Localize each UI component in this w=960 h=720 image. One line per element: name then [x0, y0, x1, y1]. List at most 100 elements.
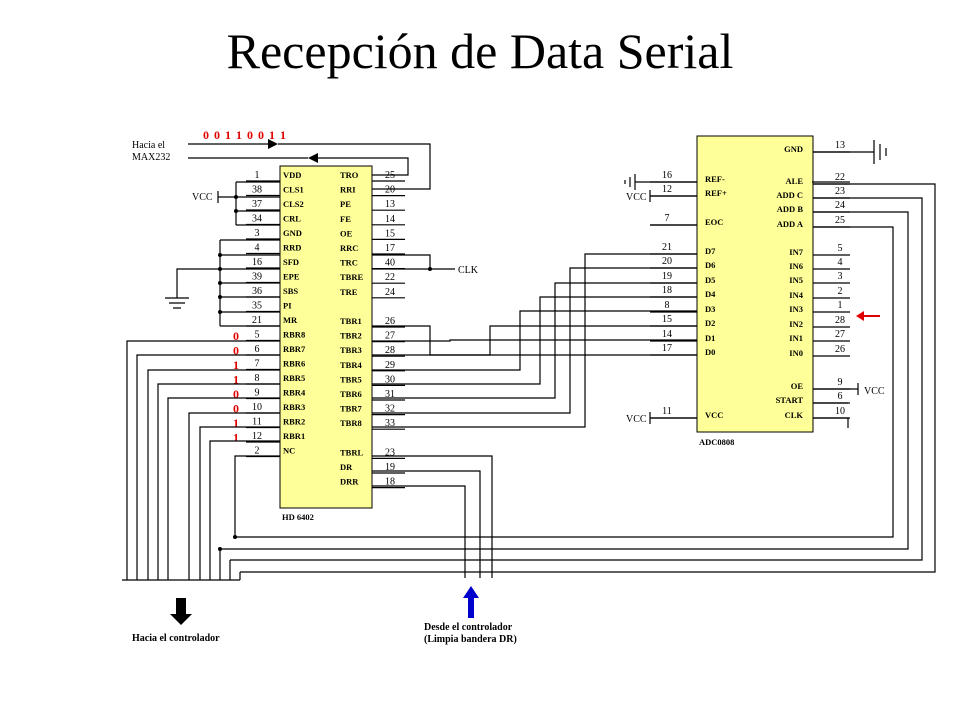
- adc-pin-name: IN3: [789, 304, 803, 314]
- junction-dots: [218, 195, 432, 551]
- hd-pin-name: RRD: [283, 243, 301, 253]
- hd-pin-name: NC: [283, 446, 295, 456]
- hd-pin-number: 38: [252, 185, 262, 196]
- hd-pin-number: 6: [255, 344, 260, 355]
- adc-pin-name: D4: [705, 289, 716, 299]
- hd-pin-name: TBR8: [340, 418, 362, 428]
- hd-pin-number: 28: [385, 345, 395, 356]
- serial-out-arrow-icon: [308, 153, 318, 163]
- from-controller-label-line2: (Limpia bandera DR): [424, 634, 517, 645]
- adc-ref-vcc-label: VCC: [626, 192, 647, 203]
- hd-pin-name: RBR1: [283, 431, 305, 441]
- adc-pin-number: 7: [665, 213, 670, 224]
- adc-pin-name: D3: [705, 304, 715, 314]
- adc-pin-number: 13: [835, 140, 845, 151]
- hd-pin-name: RBR7: [283, 344, 306, 354]
- adc-vcc-label: VCC: [626, 414, 647, 425]
- hd-pin-number: 40: [385, 258, 395, 269]
- adc-pin-number: 23: [835, 186, 845, 197]
- hd-pin-name: GND: [283, 228, 302, 238]
- rbr-bit-value: 1: [233, 416, 239, 430]
- serial-bit-stream: 0 0 1 1 0 0 1 1: [203, 128, 287, 142]
- hd-pin-number: 39: [252, 272, 262, 283]
- adc-oe-vcc-label: VCC: [864, 386, 885, 397]
- hd-pin-number: 34: [252, 214, 262, 225]
- hd-pin-number: 22: [385, 272, 395, 283]
- adc-pin-number: 27: [835, 329, 845, 340]
- adc-pin-number: 22: [835, 172, 845, 183]
- rbr-bit-value: 0: [233, 329, 239, 343]
- hd-vcc-label: VCC: [192, 192, 213, 203]
- to-controller-label: Hacia el controlador: [132, 633, 220, 644]
- rbr-output-bus: [122, 340, 280, 581]
- hd-pin-name: RBR3: [283, 402, 305, 412]
- adc0808-chip-name: ADC0808: [699, 437, 734, 447]
- hacia-max232-label-line2: MAX232: [132, 152, 170, 163]
- adc-pin-name: ALE: [786, 176, 804, 186]
- adc-pin-number: 2: [838, 286, 843, 297]
- adc-pin-name: ADD A: [777, 219, 804, 229]
- adc-pin-number: 18: [662, 285, 672, 296]
- adc-pin-number: 3: [838, 271, 843, 282]
- hd-pin-name: PI: [283, 301, 292, 311]
- hd-pin-name: RBR2: [283, 417, 305, 427]
- hd-pin-number: 14: [385, 214, 395, 225]
- adc-pin-number: 16: [662, 170, 672, 181]
- clk-wire: [372, 254, 455, 270]
- adc-pin-number: 4: [838, 257, 843, 268]
- adc-clk-wire: [813, 417, 849, 428]
- hd-pin-number: 37: [252, 199, 262, 210]
- adc-pin-name: ADD C: [776, 190, 803, 200]
- hd-pin-name: RBR4: [283, 388, 306, 398]
- hd-pin-number: 15: [385, 228, 395, 239]
- adc-pin-name: IN5: [789, 275, 803, 285]
- hd-pin-name: PE: [340, 199, 351, 209]
- hd-pin-name: RRC: [340, 243, 358, 253]
- hd-pin-number: 3: [255, 228, 260, 239]
- control-wires: [219, 181, 936, 580]
- hd-pin-number: 16: [252, 257, 262, 268]
- hd-pin-number: 30: [385, 374, 395, 385]
- adc-pin-name: D0: [705, 347, 715, 357]
- hd-pin-name: TBRL: [340, 447, 363, 457]
- hd-pin-name: TBR1: [340, 316, 362, 326]
- rbr-bit-value: 1: [233, 431, 239, 445]
- hd-pin-number: 29: [385, 360, 395, 371]
- hd-pin-name: OE: [340, 228, 353, 238]
- adc-pin-number: 8: [665, 300, 670, 311]
- adc-vcc-wire: [649, 412, 697, 424]
- adc-pin-name: GND: [784, 144, 803, 154]
- adc-pin-name: D1: [705, 333, 715, 343]
- hd-pin-name: VDD: [283, 170, 301, 180]
- hd6402-chip-name: HD 6402: [282, 512, 314, 522]
- hd-pin-name: FE: [340, 214, 351, 224]
- hd-pin-name: TBR6: [340, 389, 362, 399]
- hd-pin-name: SBS: [283, 286, 298, 296]
- hd-pin-number: 2: [255, 446, 260, 457]
- hd-pin-number: 32: [385, 404, 395, 415]
- adc-pin-name: OE: [791, 381, 804, 391]
- adc-pin-number: 12: [662, 184, 672, 195]
- hd-pin-number: 20: [385, 185, 395, 196]
- hd-pin-name: RBR8: [283, 330, 305, 340]
- ground-icon: [165, 297, 189, 309]
- hd-pin-name: DRR: [340, 477, 359, 487]
- slide-title: Recepción de Data Serial: [226, 23, 734, 79]
- adc-pin-name: D7: [705, 246, 716, 256]
- rbr-bit-value: 1: [233, 373, 239, 387]
- hd-pin-name: TBR2: [340, 331, 362, 341]
- serial-wires: [188, 139, 431, 190]
- hd-pin-number: 12: [252, 431, 262, 442]
- hd-pin-name: TRC: [340, 258, 358, 268]
- hd-pin-number: 18: [385, 477, 395, 488]
- from-controller-label-line1: Desde el controlador: [424, 622, 513, 633]
- from-controller-arrow-icon: [463, 586, 479, 618]
- adc-pin-number: 24: [835, 200, 845, 211]
- rbr-bit-value: 1: [233, 358, 239, 372]
- adc-pin-number: 10: [835, 406, 845, 417]
- adc-pin-name: REF+: [705, 188, 727, 198]
- adc-pin-number: 5: [838, 243, 843, 254]
- adc-pin-name: EOC: [705, 217, 723, 227]
- hd-pin-number: 10: [252, 402, 262, 413]
